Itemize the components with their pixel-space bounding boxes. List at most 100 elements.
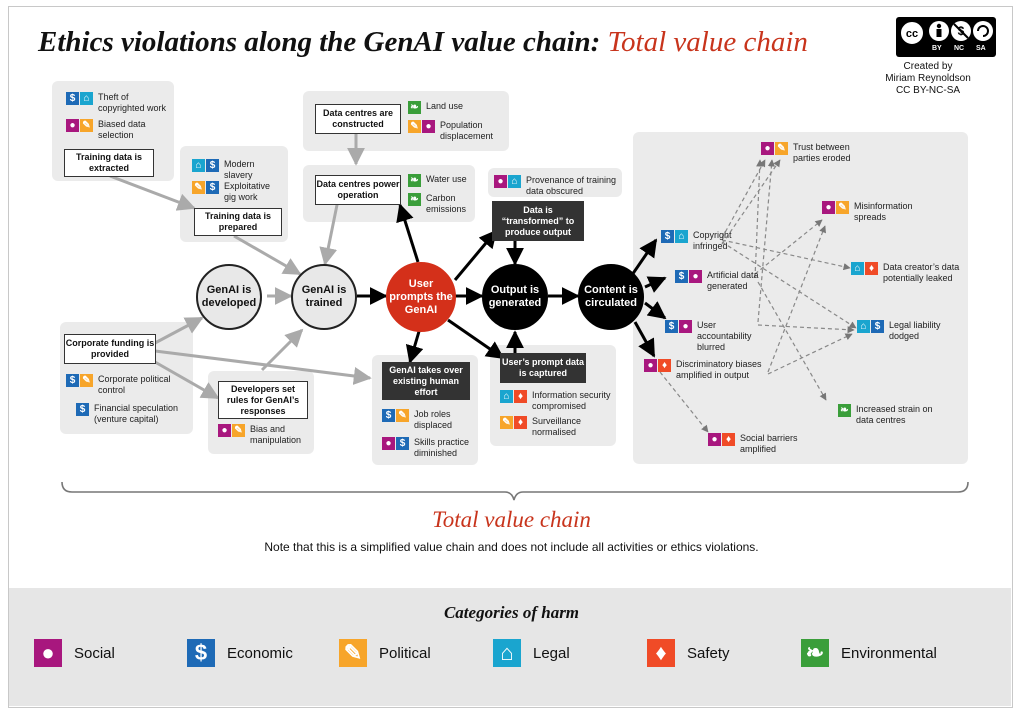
harm-water-use: ❧ Water use [408,174,472,187]
dollar-icon: $ [396,437,409,450]
harm-speculation: $ Financial speculation (venture capital… [76,403,192,425]
harm-creator-leak: ⌂♦ Data creator’s data potentially leake… [851,262,963,284]
credit-line: Miriam Reynoldson [885,73,971,84]
dollar-icon: $ [661,230,674,243]
brace-line [61,481,969,501]
courthouse-icon: ⌂ [500,390,513,403]
dashed-arrows [659,159,857,433]
license-badge: cc $ BY NC SA [896,17,996,57]
courthouse-icon: ⌂ [80,92,93,105]
license-label-nc: NC [954,45,965,52]
panel-consequences [633,132,968,464]
creative-commons-icon: cc $ [899,20,993,46]
person-icon: ● [494,175,507,188]
dollar-icon: $ [871,320,884,333]
legend-item-environmental: ❧ Environmental [801,639,937,667]
box-genai-takes-over: GenAI takes over existing human effort [382,362,470,400]
box-centres-power: Data centres power operation [315,175,401,205]
credit-line: CC BY-NC-SA [895,85,961,96]
dollar-icon: $ [206,159,219,172]
person-icon: ● [679,320,692,333]
harm-social-barriers: ●♦ Social barriers amplified [708,433,808,455]
legend-item-social: ● Social [34,639,115,667]
leaf-icon: ❧ [408,101,421,114]
box-prompt-captured: User’s prompt data is captured [500,353,586,383]
legend-item-political: ✎ Political [339,639,431,667]
person-icon: ● [822,201,835,214]
megaphone-icon: ✎ [500,416,513,429]
leaf-icon: ❧ [838,404,851,417]
legend-item-safety: ♦ Safety [647,639,730,667]
box-developers-rules: Developers set rules for GenAI’s respons… [218,381,308,419]
courthouse-icon: ⌂ [493,639,521,667]
legend-item-legal: ⌂ Legal [493,639,570,667]
shield-icon: ♦ [514,416,527,429]
person-icon: ● [66,119,79,132]
node-output-generated: Output is generated [482,264,548,330]
harm-liability: ⌂$ Legal liability dodged [857,320,957,342]
person-icon: ● [422,120,435,133]
harm-gig-work: ✎$ Exploitative gig work [192,181,284,203]
dollar-icon: $ [382,409,395,422]
harm-trust: ●✎ Trust between parties eroded [761,142,861,164]
dollar-icon: $ [206,181,219,194]
person-icon: ● [644,359,657,372]
title-highlight: Total value chain [607,26,808,58]
shield-icon: ♦ [658,359,671,372]
shield-icon: ♦ [722,433,735,446]
box-centres-constructed: Data centres are constructed [315,104,401,134]
node-genai-trained: GenAI is trained [291,264,357,330]
harm-bias-manipulation: ●✎ Bias and manipulation [218,424,312,446]
dollar-icon: $ [76,403,89,416]
harm-info-security: ⌂♦ Information security compromised [500,390,614,412]
megaphone-icon: ✎ [232,424,245,437]
courthouse-icon: ⌂ [508,175,521,188]
harm-displacement: ✎● Population displacement [408,120,508,142]
harm-artificial-data: $● Artificial data generated [675,270,771,292]
legend-item-economic: $ Economic [187,639,293,667]
dollar-icon: $ [66,92,79,105]
box-data-transformed: Data is “transformed” to produce output [492,201,584,241]
node-genai-developed: GenAI is developed [196,264,262,330]
shield-icon: ♦ [865,262,878,275]
title-main: Ethics violations along the GenAI value … [38,26,608,58]
page-title: Ethics violations along the GenAI value … [38,26,808,59]
leaf-icon: ❧ [801,639,829,667]
megaphone-icon: ✎ [339,639,367,667]
credit-text: Created by Miriam Reynoldson CC BY-NC-SA [880,61,976,97]
megaphone-icon: ✎ [396,409,409,422]
person-icon: ● [382,437,395,450]
harm-copyright: $⌂ Copyright infringed [661,230,745,252]
brace-label: Total value chain [432,507,591,532]
grey-arrows [109,133,372,400]
harm-surveillance: ✎♦ Surveillance normalised [500,416,614,438]
harm-land-use: ❧ Land use [408,101,504,114]
person-icon: ● [34,639,62,667]
license-label-by: BY [932,45,942,52]
dollar-icon: $ [675,270,688,283]
harm-job-roles: $✎ Job roles displaced [382,409,474,431]
megaphone-icon: ✎ [80,374,93,387]
leaf-icon: ❧ [408,174,421,187]
box-training-prepared: Training data is prepared [194,208,282,236]
person-icon: ● [218,424,231,437]
courthouse-icon: ⌂ [851,262,864,275]
harm-strain: ❧ Increased strain on data centres [838,404,948,426]
megaphone-icon: ✎ [775,142,788,155]
harm-accountability: $● User accountability blurred [665,320,771,353]
shield-icon: ♦ [647,639,675,667]
note-text: Note that this is a simplified value cha… [264,540,759,554]
harm-discriminatory: ●♦ Discriminatory biases amplified in ou… [644,359,770,381]
harm-theft: $⌂ Theft of copyrighted work [66,92,170,114]
dollar-icon: $ [665,320,678,333]
black-arrows [357,203,667,364]
harm-biased-selection: ●✎ Biased data selection [66,119,170,141]
person-icon: ● [708,433,721,446]
harm-provenance: ●⌂ Provenance of training data obscured [494,175,620,197]
harm-misinformation: ●✎ Misinformation spreads [822,201,932,223]
harm-political-control: $✎ Corporate political control [66,374,190,396]
dollar-icon: $ [187,639,215,667]
credit-line: Created by [903,61,953,72]
